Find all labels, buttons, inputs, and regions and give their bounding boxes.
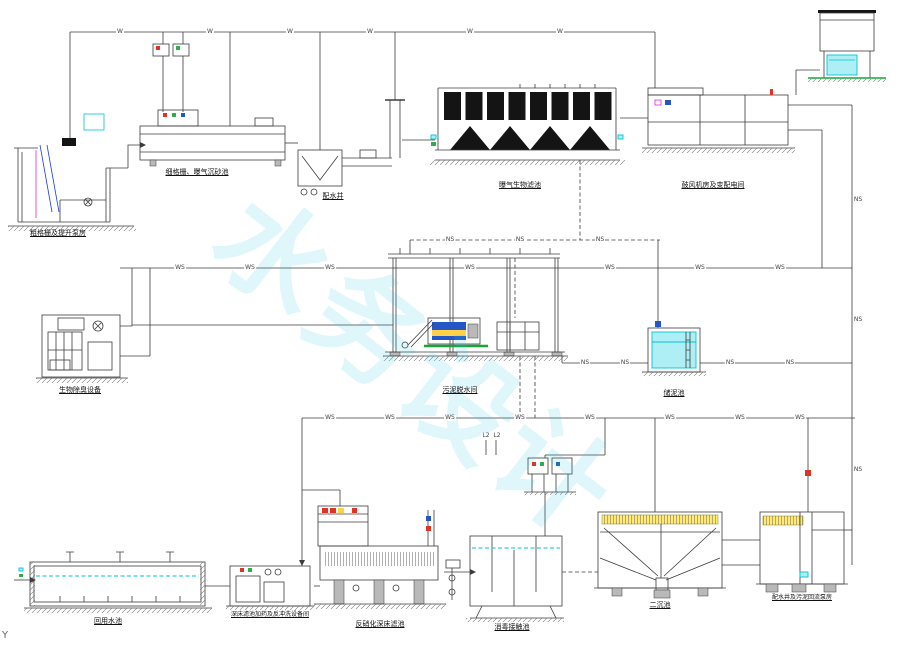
label-sludge-dewatering: 污泥脱水间 <box>442 386 478 394</box>
pipe-label: WS <box>244 264 256 271</box>
pipe-label: NS <box>444 236 456 243</box>
pipe-label: W <box>556 28 564 35</box>
pipe-label: W <box>206 28 214 35</box>
label-bio-aeration-filter: 曝气生物滤池 <box>499 181 541 189</box>
pipe-label: NS <box>852 316 864 323</box>
pipe-label: NS <box>852 196 864 203</box>
pipe-label: WS <box>324 264 336 271</box>
pipe-label: WS <box>694 264 706 271</box>
pipe-label: NS <box>594 236 606 243</box>
pipe-label: WS <box>174 264 186 271</box>
pipe-label: W <box>366 28 374 35</box>
pipe-label: NS <box>724 359 736 366</box>
pipe-label: WS <box>464 264 476 271</box>
clarifier-walkway <box>601 514 719 525</box>
label-dosing-room: 深床滤池加药及反冲洗设备间 <box>230 611 309 618</box>
right-trunk <box>844 105 853 565</box>
top-pipe-manifold <box>69 31 656 150</box>
wastewater-line-268 <box>120 267 852 357</box>
pipe-label: W <box>116 28 124 35</box>
unit-dosing-room <box>226 565 320 610</box>
pipe-label: WS <box>514 414 526 421</box>
label-coarse-screen-pump: 粗格栅及提升泵房 <box>30 229 86 237</box>
pipe-label: WS <box>324 414 336 421</box>
pipe-label: WS <box>734 414 746 421</box>
unit-secondary-clarifier <box>594 511 760 599</box>
label-deodorization: 生物除臭设备 <box>59 386 101 394</box>
label-sludge-storage: 储泥池 <box>663 389 685 397</box>
unit-distribution-well <box>297 95 435 196</box>
unit-sludge-storage <box>642 321 706 376</box>
unit-dist-sludge-pump-well <box>756 511 848 593</box>
label-reuse-water-tank: 回用水池 <box>94 617 122 625</box>
label-deep-bed-filter: 反硝化深床滤池 <box>355 620 405 628</box>
sludge-line-240 <box>409 239 660 328</box>
pipe-label: NS <box>579 359 591 366</box>
corner-text: Y <box>2 630 9 641</box>
unit-deodorization <box>36 314 128 383</box>
label-blower-room: 鼓风机房及变配电间 <box>681 181 745 189</box>
pipe-label: WS <box>584 414 596 421</box>
pipe-label: W <box>466 28 474 35</box>
pipe-label: NS <box>852 466 864 473</box>
pipe-label: WS <box>384 414 396 421</box>
pipe-label: NS <box>514 236 526 243</box>
unit-blower-room <box>642 87 852 268</box>
unit-sludge-dewatering <box>383 248 568 361</box>
label-fine-screen-grit: 细格栅、曝气沉砂池 <box>165 168 229 176</box>
pipe-label: NS <box>784 359 796 366</box>
label-contact-tank: 消毒接触池 <box>494 623 530 631</box>
pipe-label: NS <box>619 359 631 366</box>
pipe-label: W <box>286 28 294 35</box>
pipe-label: WS <box>794 414 806 421</box>
unit-bio-aeration-filter <box>430 84 648 240</box>
label-distribution-well: 配水井 <box>322 192 344 200</box>
pipe-label: WS <box>604 264 616 271</box>
belt-press-machine <box>407 317 488 348</box>
unit-coarse-screen-pump <box>8 113 146 231</box>
unit-deep-bed-filter <box>314 505 476 609</box>
unit-reuse-water-tank <box>14 551 230 613</box>
unit-fine-screen-grit <box>139 109 298 167</box>
label-secondary-clarifier: 二沉池 <box>649 601 671 609</box>
unit-elevated-tank <box>795 10 886 95</box>
pipe-label: WS <box>444 414 456 421</box>
pipe-label: L2 <box>492 432 502 439</box>
wastewater-trunk-418 <box>299 356 855 566</box>
pipe-label: WS <box>774 264 786 271</box>
label-dist-sludge-pump-well: 配水井及污泥回流泵房 <box>771 594 832 601</box>
pipe-label: L2 <box>481 432 491 439</box>
unit-contact-tank <box>445 457 598 622</box>
sludge-line-363 <box>561 356 852 364</box>
pipe-label: WS <box>664 414 676 421</box>
pump-well-walkway <box>762 515 804 526</box>
